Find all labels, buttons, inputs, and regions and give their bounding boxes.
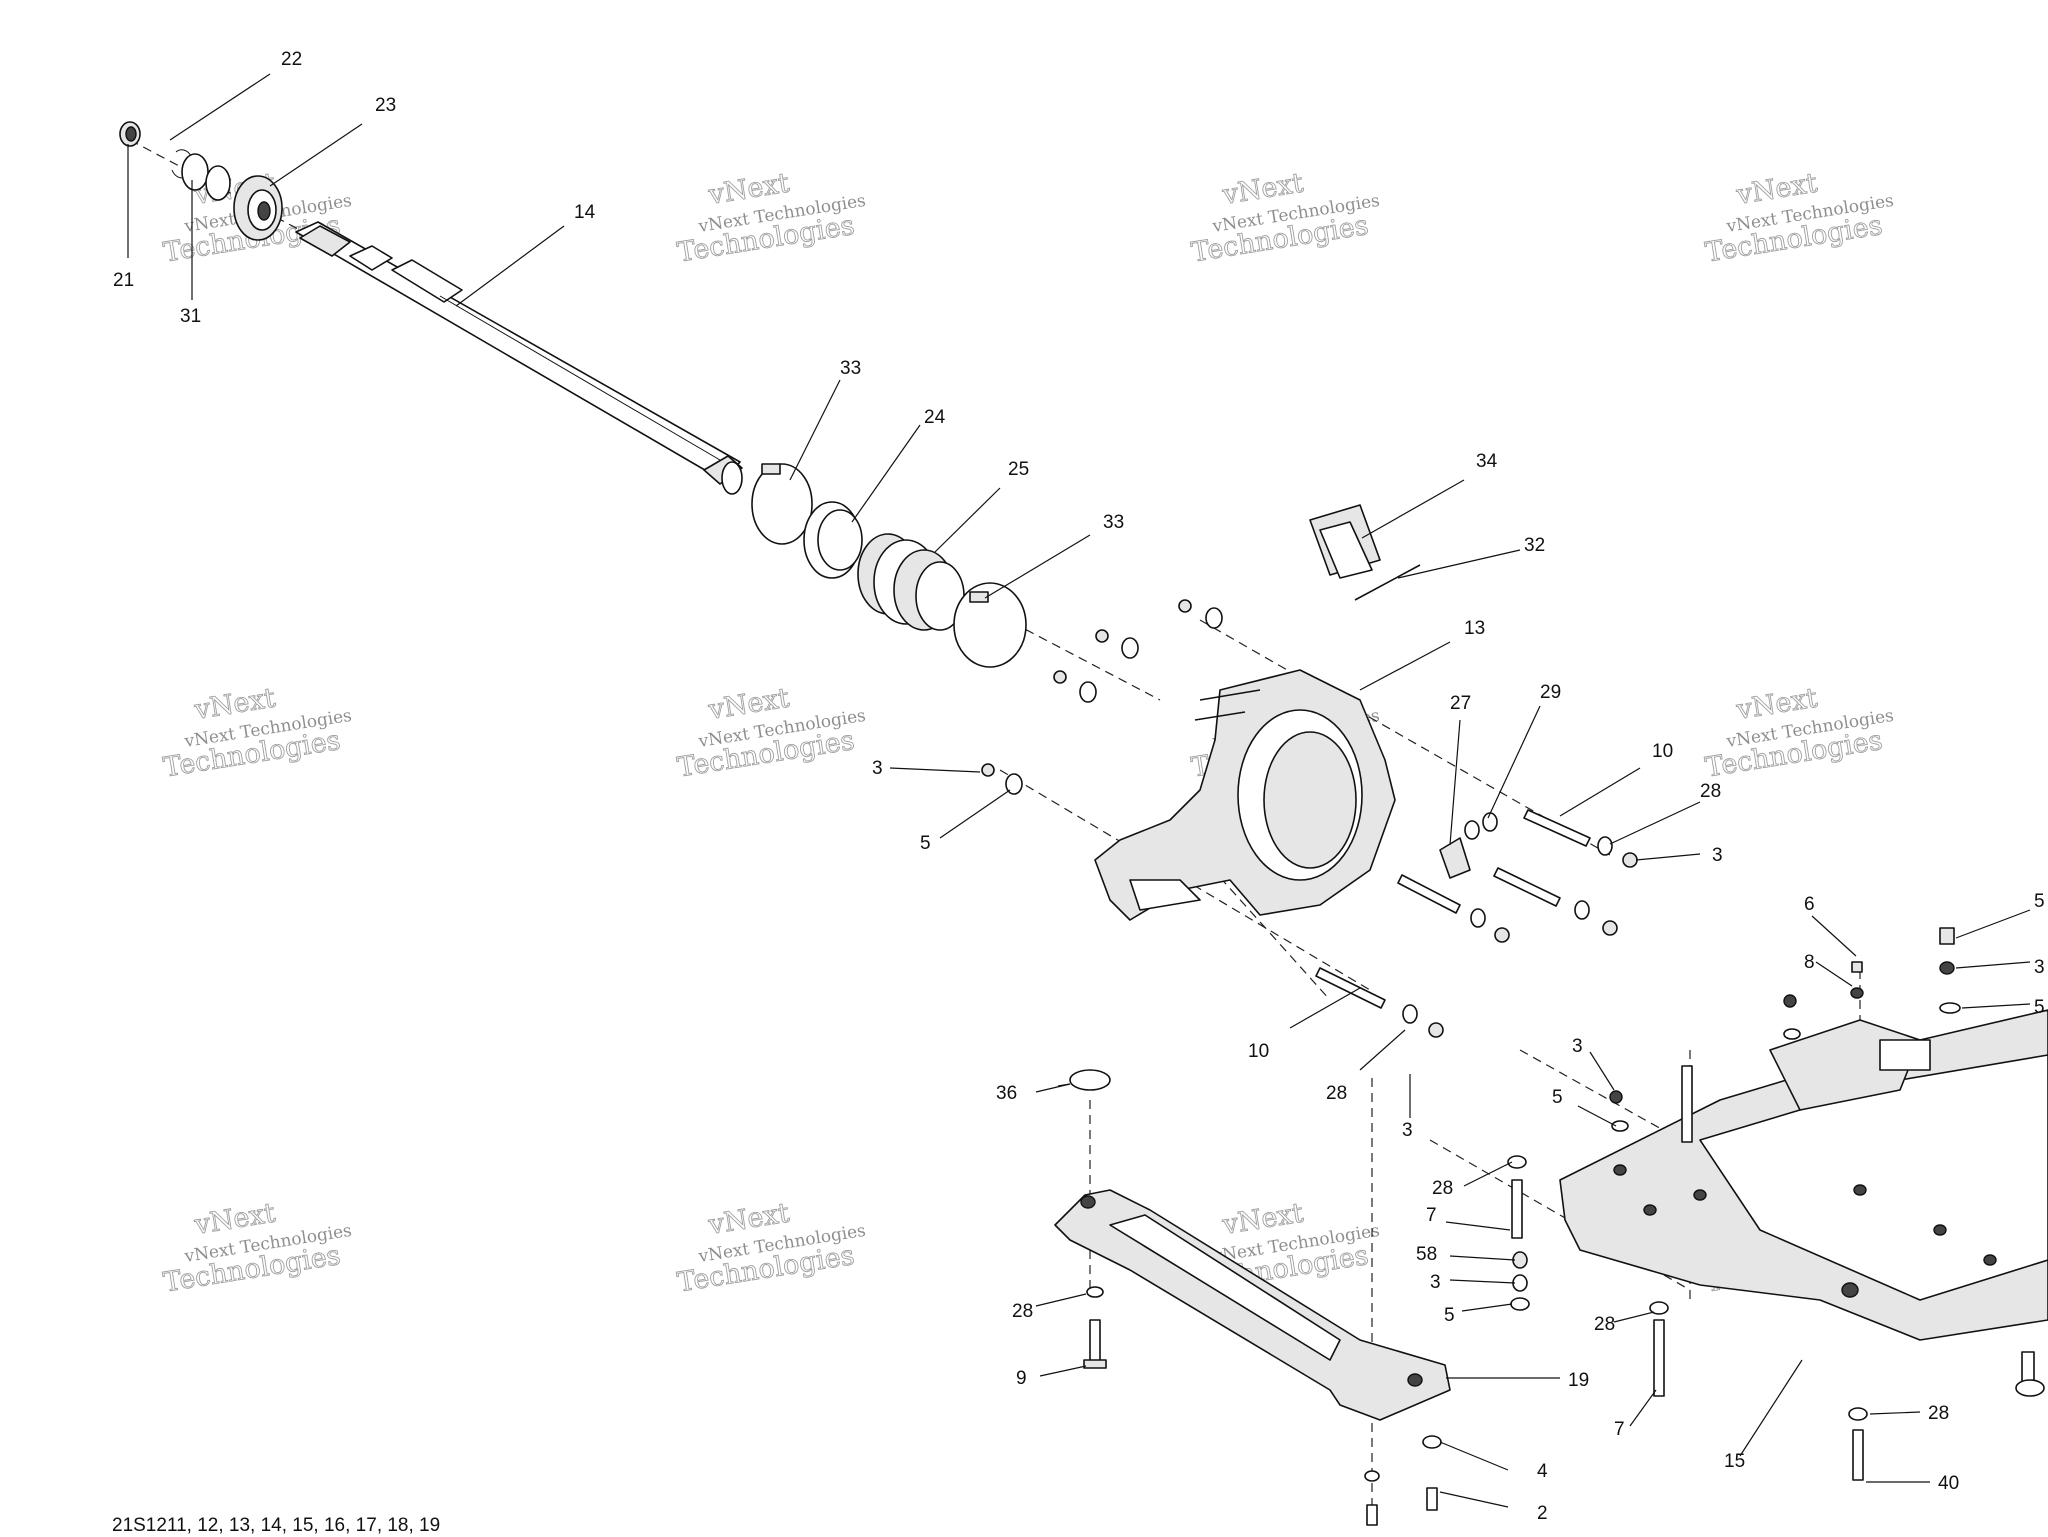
leader-lines bbox=[127, 73, 2031, 1508]
label-part-36: 36 bbox=[996, 1083, 1017, 1104]
label-part-3d: 3 bbox=[1572, 1036, 1583, 1057]
rail-19-shape bbox=[1054, 1189, 1451, 1421]
label-part-33b: 33 bbox=[1103, 512, 1124, 533]
label-part-28d: 28 bbox=[1012, 1301, 1033, 1322]
label-part-3b: 3 bbox=[872, 758, 883, 779]
label-part-3c: 3 bbox=[1402, 1120, 1413, 1141]
label-part-27: 27 bbox=[1450, 693, 1471, 714]
label-part-22: 22 bbox=[281, 49, 302, 70]
label-part-7: 7 bbox=[1426, 1205, 1437, 1226]
label-part-28: 28 bbox=[1700, 781, 1721, 802]
label-part-10b: 10 bbox=[1248, 1041, 1269, 1062]
boot-assembly bbox=[751, 463, 1027, 668]
clamp-33b-shape bbox=[953, 582, 1027, 668]
bellows-25-shape bbox=[857, 533, 965, 631]
label-part-21: 21 bbox=[113, 270, 134, 291]
assembly-axes bbox=[129, 139, 1861, 1510]
label-part-40: 40 bbox=[1938, 1473, 1959, 1494]
vertical-fasteners bbox=[1069, 927, 2045, 1526]
o-ring-31-shape bbox=[181, 153, 209, 191]
drive-shaft-14-shape bbox=[295, 221, 743, 495]
label-part-5b: 5 bbox=[1552, 1087, 1563, 1108]
part-number-labels: 22 23 14 21 31 33 24 25 33 34 32 13 27 2… bbox=[113, 49, 2045, 1524]
drawing-reference-code: 21S1211, 12, 13, 14, 15, 16, 17, 18, 19 bbox=[112, 1515, 441, 1536]
label-part-3: 3 bbox=[1712, 845, 1723, 866]
label-part-24: 24 bbox=[924, 407, 946, 428]
label-part-15: 15 bbox=[1724, 1451, 1745, 1472]
label-part-5e: 5 bbox=[2034, 997, 2045, 1018]
label-part-3f: 3 bbox=[2034, 957, 2045, 978]
label-part-5: 5 bbox=[920, 833, 931, 854]
label-part-23: 23 bbox=[375, 95, 396, 116]
ring-24-shape bbox=[803, 501, 863, 579]
label-part-9: 9 bbox=[1016, 1368, 1027, 1389]
label-part-28b: 28 bbox=[1326, 1083, 1347, 1104]
clamp-33-shape bbox=[751, 463, 813, 545]
label-part-3e: 3 bbox=[1430, 1272, 1441, 1293]
cap-21-shape bbox=[119, 121, 141, 147]
slider-plate-15-shape bbox=[1559, 1009, 2048, 1341]
label-part-28c: 28 bbox=[1432, 1178, 1453, 1199]
label-part-33: 33 bbox=[840, 358, 861, 379]
bolts-and-nuts bbox=[981, 599, 1638, 1038]
housing-13-shape bbox=[1094, 669, 1396, 921]
label-part-13: 13 bbox=[1464, 618, 1485, 639]
label-part-2: 2 bbox=[1537, 1503, 1548, 1524]
label-part-19: 19 bbox=[1568, 1370, 1589, 1391]
label-part-5d: 5 bbox=[2034, 891, 2045, 912]
clip-34-32-shape bbox=[1309, 504, 1421, 601]
label-part-31: 31 bbox=[180, 306, 201, 327]
label-part-4: 4 bbox=[1537, 1461, 1548, 1482]
label-part-28e: 28 bbox=[1594, 1314, 1615, 1335]
label-part-28f: 28 bbox=[1928, 1403, 1949, 1424]
label-part-14: 14 bbox=[574, 202, 596, 223]
label-part-10: 10 bbox=[1652, 741, 1673, 762]
label-part-6: 6 bbox=[1804, 894, 1815, 915]
label-part-25: 25 bbox=[1008, 459, 1029, 480]
label-part-8: 8 bbox=[1804, 952, 1815, 973]
bearing-flange-23-shape bbox=[233, 175, 283, 241]
label-part-5c: 5 bbox=[1444, 1305, 1455, 1326]
label-part-32: 32 bbox=[1524, 535, 1545, 556]
label-part-7b: 7 bbox=[1614, 1419, 1625, 1440]
label-part-34: 34 bbox=[1476, 451, 1498, 472]
label-part-58: 58 bbox=[1416, 1244, 1437, 1265]
shaft-assembly bbox=[119, 121, 743, 495]
label-part-29: 29 bbox=[1540, 682, 1561, 703]
